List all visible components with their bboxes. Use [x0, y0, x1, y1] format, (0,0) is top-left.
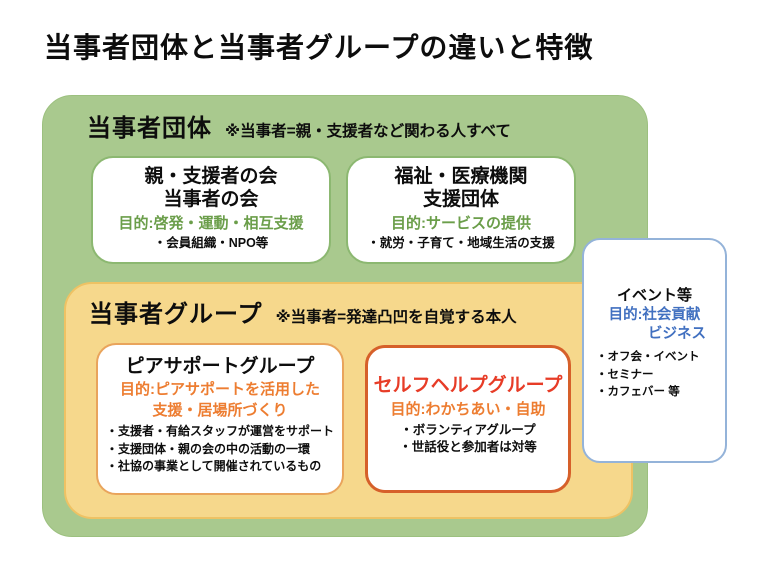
box-bullet: ・支援者・有給スタッフが運営をサポート [106, 424, 335, 438]
tojisha-group-container: 当事者グループ ※当事者=発達凸凹を自覚する本人 ピアサポートグループ 目的:ピ… [64, 282, 633, 519]
box-title-line: 福祉・医療機関 [394, 166, 528, 187]
box-bullet: ・就労・子育て・地域生活の支援 [367, 236, 555, 250]
dantai-section-header: 当事者団体 ※当事者=親・支援者など関わる人すべて [87, 108, 511, 143]
box-bullet-list: ・ボランティアグループ ・世話役と参加者は対等 [399, 422, 537, 456]
box-purpose: 目的:啓発・運動・相互支援 [118, 215, 304, 232]
box-purpose: 目的:わかちあい・自助 [390, 401, 546, 418]
box-purpose: ビジネス [648, 326, 706, 342]
box-purpose: 目的:サービスの提供 [391, 215, 531, 232]
box-title-line: セルフヘルプグループ [373, 375, 563, 396]
box-bullet: ・支援団体・親の会の中の活動の一環 [106, 441, 311, 456]
box-purpose: 目的:社会貢献 [608, 307, 701, 323]
page-title: 当事者団体と当事者グループの違いと特徴 [44, 32, 594, 63]
tojisha-dantai-container: 当事者団体 ※当事者=親・支援者など関わる人すべて 親・支援者の会 当事者の会 … [42, 95, 648, 537]
group-section-note: ※当事者=発達凸凹を自覚する本人 [275, 309, 517, 326]
dantai-section-note: ※当事者=親・支援者など関わる人すべて [225, 123, 511, 140]
parents-supporters-box: 親・支援者の会 当事者の会 目的:啓発・運動・相互支援 ・会員組織・NPO等 [91, 156, 331, 264]
group-section-header: 当事者グループ ※当事者=発達凸凹を自覚する本人 [89, 294, 517, 329]
box-purpose: 支援・居場所づくり [152, 402, 288, 419]
box-bullet: ・オフ会・イベント [596, 351, 700, 363]
group-section-label: 当事者グループ [89, 301, 263, 328]
box-title-line: 親・支援者の会 [144, 166, 278, 187]
event-box: イベント等 目的:社会貢献 ビジネス ・オフ会・イベント ・セミナー ・カフェバ… [582, 238, 727, 463]
dantai-section-label: 当事者団体 [87, 115, 212, 142]
box-bullet: ・セミナー [596, 368, 654, 381]
box-title-line: ピアサポートグループ [125, 356, 315, 377]
box-bullet: ・ボランティアグループ [400, 423, 536, 437]
box-bullet: ・カフェバー 等 [596, 386, 680, 398]
box-title-line: 支援団体 [422, 189, 499, 210]
box-bullet-list: ・支援者・有給スタッフが運営をサポート ・支援団体・親の会の中の活動の一環 ・社… [98, 420, 342, 476]
self-help-box: セルフヘルプグループ 目的:わかちあい・自助 ・ボランティアグループ ・世話役と… [365, 345, 571, 493]
box-bullet: ・社協の事業として開催されているもの [106, 459, 322, 473]
box-bullet: ・世話役と参加者は対等 [399, 440, 537, 454]
box-purpose: 目的:ピアサポートを活用した [120, 381, 320, 398]
box-bullet-list: ・オフ会・イベント ・セミナー ・カフェバー 等 [584, 344, 725, 402]
welfare-medical-box: 福祉・医療機関 支援団体 目的:サービスの提供 ・就労・子育て・地域生活の支援 [346, 156, 576, 264]
box-title-line: 当事者の会 [163, 189, 259, 210]
box-bullet: ・会員組織・NPO等 [153, 236, 269, 250]
box-title-line: イベント等 [616, 287, 692, 304]
peer-support-box: ピアサポートグループ 目的:ピアサポートを活用した 支援・居場所づくり ・支援者… [96, 343, 344, 495]
